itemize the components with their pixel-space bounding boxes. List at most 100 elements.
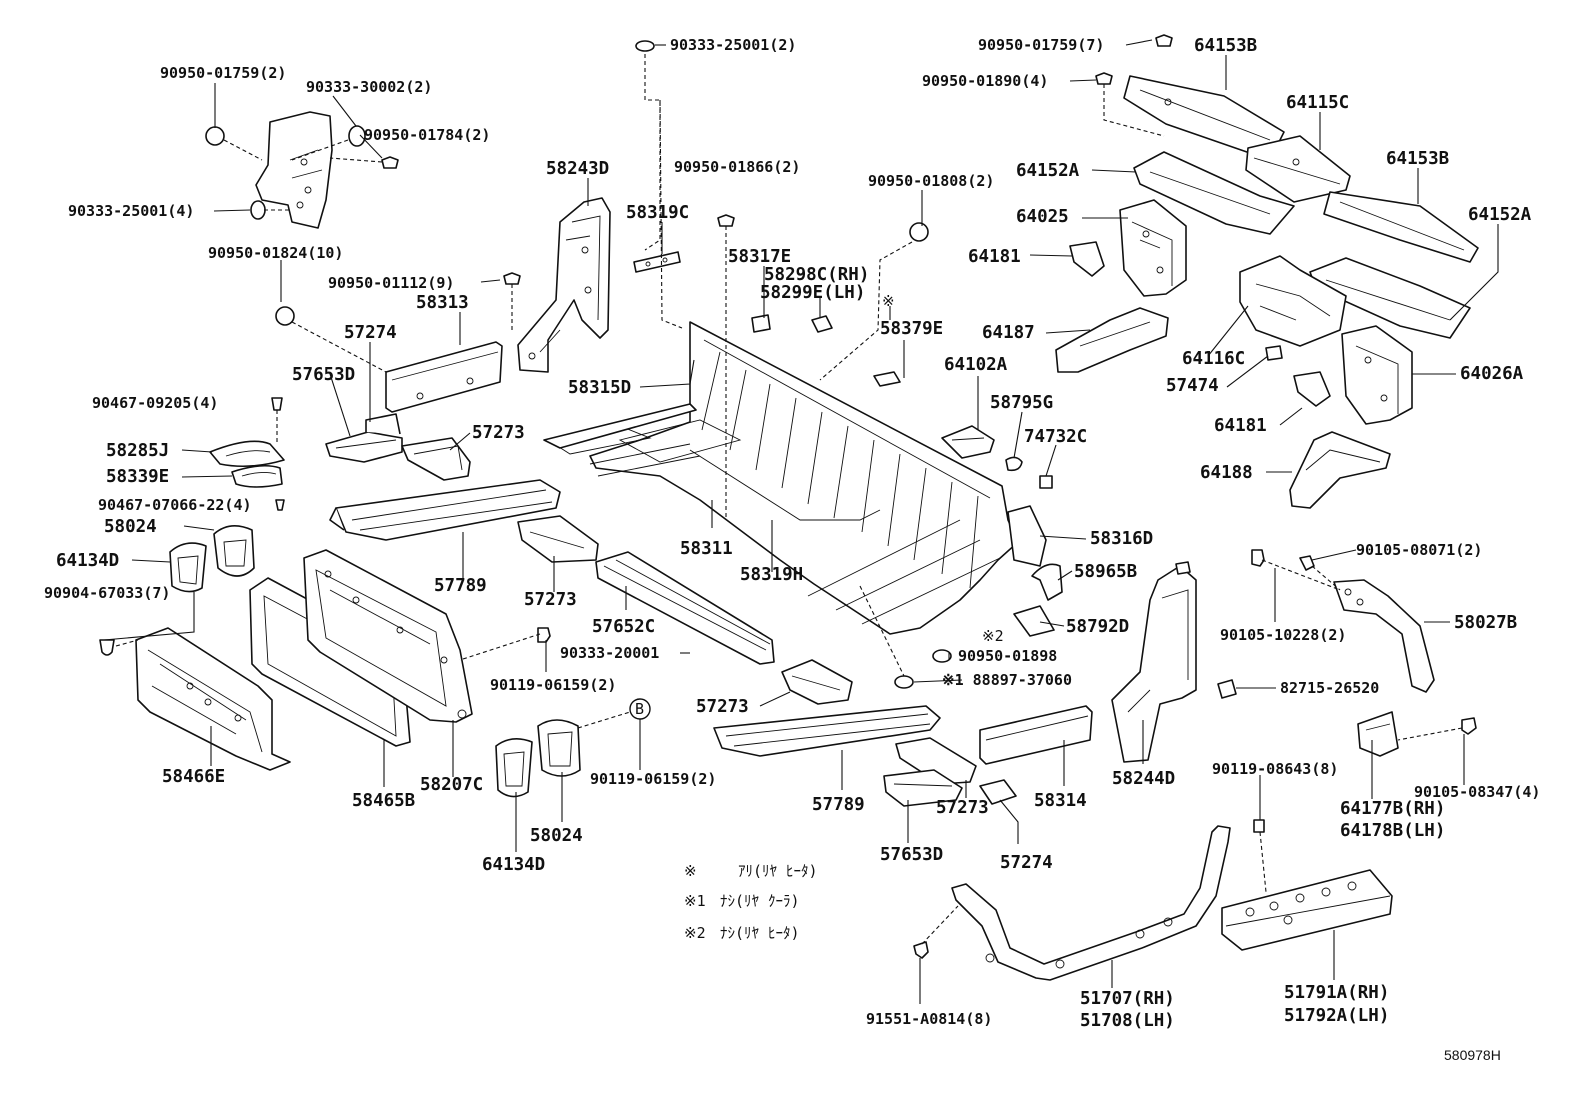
part-64102A [941, 425, 995, 459]
label-57474: 57474 [1166, 376, 1219, 396]
label-90950-01824-10: 90950-01824(10) [208, 244, 343, 262]
part-57789-right [713, 705, 941, 757]
part-64134D-bottom [495, 738, 533, 798]
label-90119-06159-2-a: 90119-06159(2) [490, 676, 616, 694]
label-90950-01112-9: 90950-01112(9) [328, 274, 454, 292]
label-64152A-right: 64152A [1468, 205, 1532, 225]
part-58243D [517, 197, 611, 373]
part-number-labels: 90950-01759(2) 90333-30002(2) 90950-0178… [44, 36, 1540, 1063]
part-57653D-right [883, 769, 963, 807]
label-90467-09205-4: 90467-09205(4) [92, 394, 218, 412]
label-58965B: 58965B [1074, 562, 1137, 582]
part-58313 [275, 272, 521, 413]
label-64153B-top: 64153B [1194, 36, 1257, 56]
label-58339E: 58339E [106, 467, 169, 487]
legend-row3-mark: ※2 [684, 924, 706, 942]
part-bolt-90119-06159 [459, 627, 551, 661]
part-57652C [595, 551, 775, 665]
label-64187: 64187 [982, 323, 1035, 343]
label-58319H: 58319H [740, 565, 803, 585]
label-64181-top: 64181 [968, 247, 1021, 267]
part-57274-57653D-left [325, 413, 403, 463]
part-57474 [1265, 345, 1283, 361]
part-51707 [913, 825, 1231, 981]
label-90105-10228-2: 90105-10228(2) [1220, 626, 1346, 644]
part-58285J [209, 440, 285, 468]
label-58024-top: 58024 [104, 517, 157, 537]
label-b-marker: B [635, 700, 644, 718]
part-64153B-right [1323, 191, 1479, 263]
label-88897-37060: ※1 88897-37060 [942, 671, 1072, 689]
part-58316D [1007, 505, 1047, 567]
label-90333-25001-2: 90333-25001(2) [670, 36, 796, 54]
label-64152A-top: 64152A [1016, 161, 1080, 181]
label-91551-A0814-8: 91551-A0814(8) [866, 1010, 992, 1028]
label-90950-01866-2: 90950-01866(2) [674, 158, 800, 176]
part-64181-bottom [1293, 371, 1331, 407]
label-64116C: 64116C [1182, 349, 1245, 369]
legend-row1-text: ｱﾘ(ﾘﾔ ﾋｰﾀ) [738, 862, 818, 880]
label-58316D: 58316D [1090, 529, 1153, 549]
label-82715-26520: 82715-26520 [1280, 679, 1379, 697]
label-90333-20001: 90333-20001 [560, 644, 659, 662]
part-64115C [1245, 135, 1351, 203]
label-57653D-bottom: 57653D [880, 845, 943, 865]
label-57273-top: 57273 [472, 423, 525, 443]
legend-row1-mark: ※ [684, 862, 697, 880]
part-clip-90467 [271, 397, 285, 511]
label-90467-07066-22-4: 90467-07066-22(4) [98, 496, 252, 514]
label-64026A: 64026A [1460, 364, 1524, 384]
label-90105-08071-2: 90105-08071(2) [1356, 541, 1482, 559]
legend-row3-text: ﾅｼ(ﾘﾔ ﾋｰﾀ) [720, 924, 800, 942]
label-57789-right: 57789 [812, 795, 865, 815]
label-57273-center: 57273 [696, 697, 749, 717]
label-57274-top: 57274 [344, 323, 397, 343]
part-58795G [1005, 456, 1023, 472]
label-ref-2: ※2 [982, 627, 1004, 645]
label-51791A-rh: 51791A(RH) [1284, 983, 1389, 1003]
part-clips-top-right [1095, 34, 1173, 137]
part-57789-left [329, 479, 561, 541]
part-74732C [1039, 475, 1053, 489]
label-90950-01759-2: 90950-01759(2) [160, 64, 286, 82]
label-58027B: 58027B [1454, 613, 1517, 633]
part-57273-left-mid [517, 515, 599, 563]
label-58315D: 58315D [568, 378, 631, 398]
label-ref-star: ※ [882, 292, 895, 310]
part-58314 [979, 705, 1093, 765]
label-57789-left: 57789 [434, 576, 487, 596]
label-90950-01898: 90950-01898 [958, 647, 1057, 665]
label-90333-30002-2: 90333-30002(2) [306, 78, 432, 96]
label-58207C: 58207C [420, 775, 483, 795]
label-90119-08643-8: 90119-08643(8) [1212, 760, 1338, 778]
label-64025: 64025 [1016, 207, 1069, 227]
label-58311: 58311 [680, 539, 733, 559]
part-58298C [811, 315, 833, 333]
label-90333-25001-4: 90333-25001(4) [68, 202, 194, 220]
label-51792A-lh: 51792A(LH) [1284, 1006, 1389, 1026]
label-90105-08347-4: 90105-08347(4) [1414, 783, 1540, 801]
label-64134D-top: 64134D [56, 551, 119, 571]
part-57273-right [895, 737, 977, 785]
label-57273-mid: 57273 [524, 590, 577, 610]
part-58024-top [213, 525, 255, 577]
label-64134D-bottom: 64134D [482, 855, 545, 875]
part-58466E [99, 627, 291, 771]
part-64188 [1289, 431, 1391, 509]
label-51708-lh: 51708(LH) [1080, 1011, 1175, 1031]
label-58792D: 58792D [1066, 617, 1129, 637]
label-58285J: 58285J [106, 441, 169, 461]
label-58795G: 58795G [990, 393, 1053, 413]
label-58317E: 58317E [728, 247, 791, 267]
label-90950-01890-4: 90950-01890(4) [922, 72, 1048, 90]
part-58792D [1013, 605, 1055, 637]
part-64134D-top [169, 542, 207, 593]
legend-row2-mark: ※1 [684, 892, 706, 910]
part-58317E [751, 314, 771, 333]
label-64102A: 64102A [944, 355, 1008, 375]
parts-drawings [99, 34, 1479, 981]
label-58024-bottom: 58024 [530, 826, 583, 846]
label-58314: 58314 [1034, 791, 1087, 811]
part-58027B [1251, 549, 1435, 693]
